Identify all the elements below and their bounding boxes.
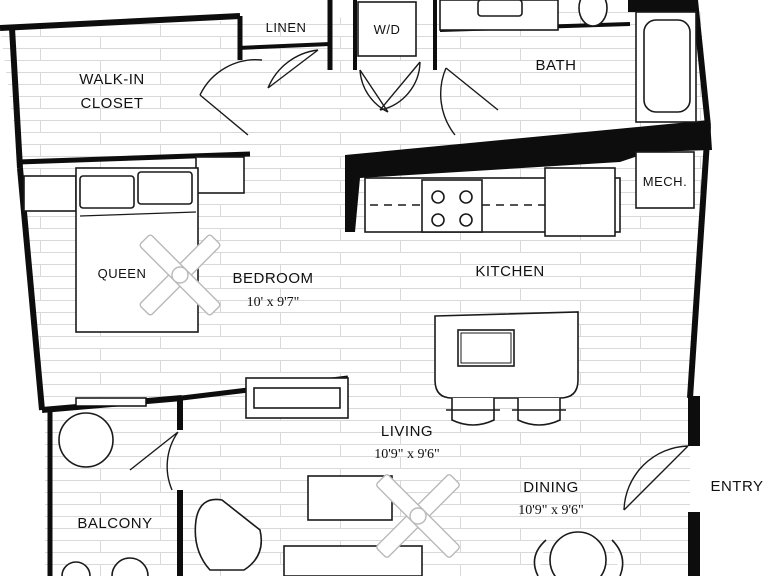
dining-dimensions: 10'9" x 9'6": [518, 503, 583, 518]
balcony-label: BALCONY: [77, 515, 152, 532]
range-cooktop: [421, 179, 483, 233]
living-dimensions: 10'9" x 9'6": [374, 447, 439, 462]
kitchen-island: [434, 311, 579, 426]
bedroom-furniture: [23, 156, 245, 333]
linen-label: LINEN: [266, 20, 307, 35]
ceiling-fan-icon: [139, 234, 221, 316]
queen-bed-label: QUEEN: [98, 266, 147, 281]
bedroom-dimensions: 10' x 9'7": [247, 295, 300, 310]
mech-label: MECH.: [643, 174, 687, 189]
door-swings: [129, 49, 689, 511]
entry-label: ENTRY: [710, 478, 763, 495]
bedroom-label: BEDROOM: [232, 270, 313, 287]
washer-dryer-unit: [357, 1, 417, 57]
walk-in-closet-label-2: CLOSET: [80, 95, 143, 112]
living-label: LIVING: [381, 423, 433, 440]
kitchen-label: KITCHEN: [475, 263, 544, 280]
dining-set: [533, 531, 624, 576]
mech-closet: [635, 151, 695, 209]
kitchen-counter: [364, 167, 621, 237]
washer-dryer-label: W/D: [374, 22, 401, 37]
dining-label: DINING: [523, 479, 579, 496]
walk-in-closet-label: WALK-IN: [79, 71, 144, 88]
living-furniture: [58, 377, 423, 576]
bath-fixtures: [439, 0, 697, 123]
ceiling-fan-icon: [376, 474, 460, 558]
bath-label: BATH: [536, 57, 577, 74]
